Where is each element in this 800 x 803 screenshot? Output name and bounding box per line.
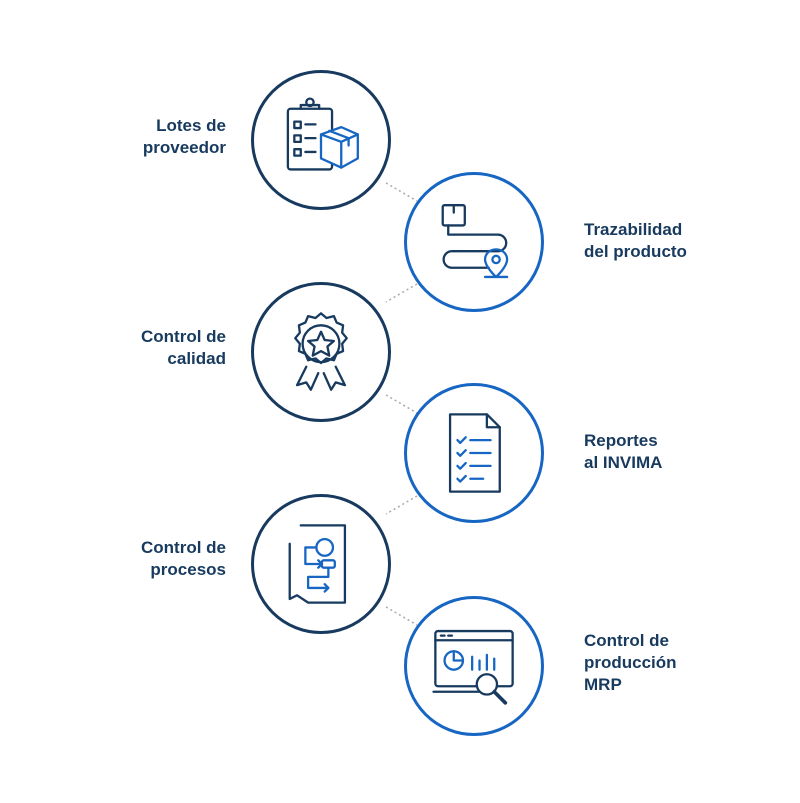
step-node-1 [251,70,391,210]
clipboard-box-icon [286,97,359,171]
step-node-4 [404,383,544,523]
connector-4-5 [385,495,418,515]
route-pin-icon [441,204,509,279]
checklist-document-icon [448,413,501,493]
connector-3-4 [385,394,418,414]
connector-1-2 [385,182,418,202]
step-node-5 [251,494,391,634]
step-label-control-de-procesos: Control de procesos [141,538,226,579]
step-node-6 [404,596,544,736]
step-label-trazabilidad-del-producto: Trazabilidad del producto [584,220,687,261]
step-node-3 [251,282,391,422]
connector-2-3 [385,283,418,303]
award-badge-icon [294,312,348,391]
process-flow-document-icon [288,524,347,604]
step-label-lotes-de-proveedor: Lotes de proveedor [142,116,226,157]
step-label-reportes-al-invima: Reportes al INVIMA [584,431,663,472]
step-node-2 [404,172,544,312]
connector-5-6 [385,606,418,626]
analytics-monitor-icon [432,629,514,705]
step-label-control-de-produccion-mrp: Control de producción MRP [584,631,677,694]
step-label-control-de-calidad: Control de calidad [141,327,226,368]
